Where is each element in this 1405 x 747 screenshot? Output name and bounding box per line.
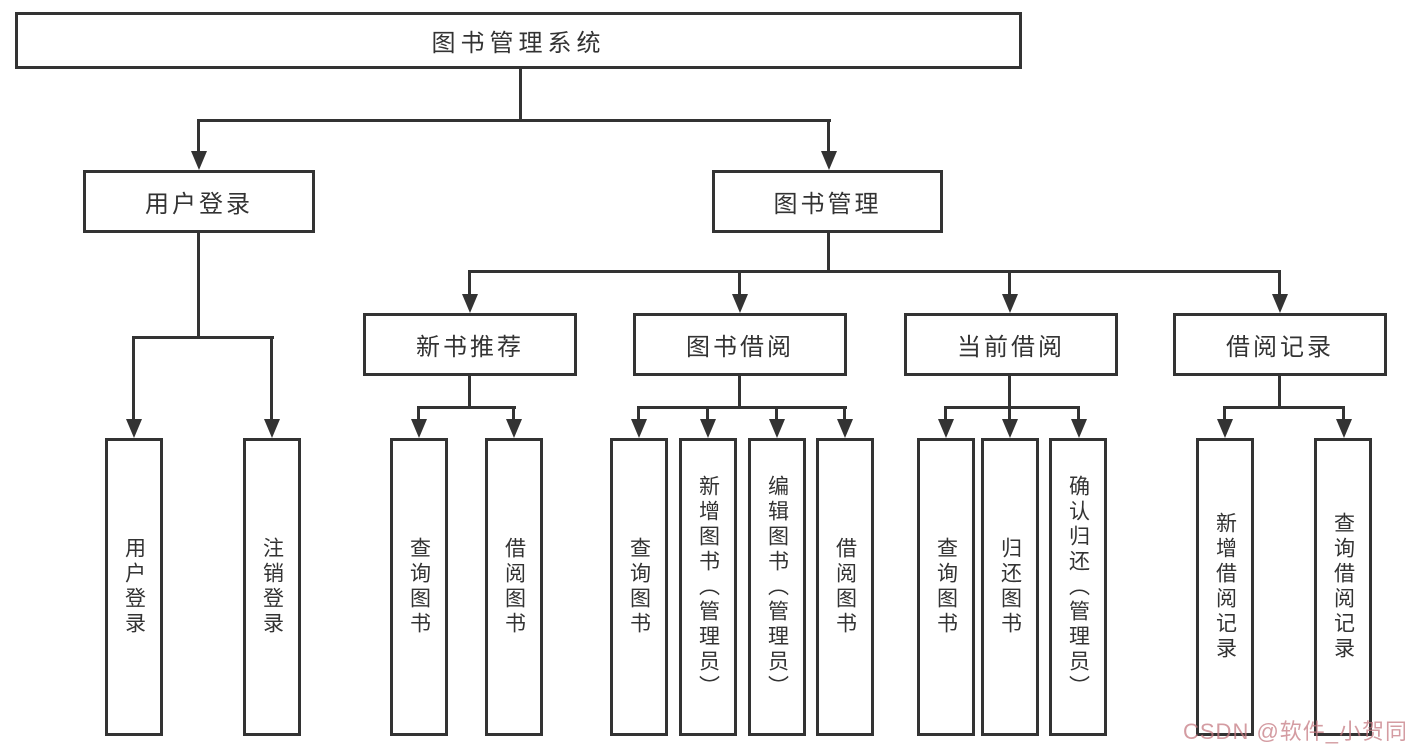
leaf-add-books-admin: 新增图书（管理员） [679,438,737,736]
node-label: 用户登录 [145,191,253,218]
arrowhead-icon [411,419,427,438]
node-current-borrow: 当前借阅 [904,313,1118,376]
leaf-label: 用户登录 [122,537,146,637]
leaf-logout: 注销登录 [243,438,301,736]
leaf-confirm-return-admin: 确认归还（管理员） [1049,438,1107,736]
connector-line [1008,376,1011,409]
connector-line [1278,376,1281,409]
connector-line [468,376,471,409]
connector-line [270,338,273,420]
connector-line [637,408,640,420]
leaf-user-login: 用户登录 [105,438,163,736]
leaf-label: 注销登录 [260,537,284,637]
connector-line [132,338,135,420]
leaf-label: 借阅图书 [502,537,526,637]
connector-line [1223,406,1345,409]
leaf-borrow-books-2: 借阅图书 [816,438,874,736]
leaf-return-books: 归还图书 [981,438,1039,736]
connector-line [417,408,420,420]
arrowhead-icon [700,419,716,438]
connector-line [468,272,471,296]
connector-line [1342,408,1345,420]
connector-line [1077,408,1080,420]
connector-line [417,406,516,409]
node-user-login: 用户登录 [83,170,315,233]
node-borrow-record: 借阅记录 [1173,313,1387,376]
leaf-query-books-2: 查询图书 [610,438,668,736]
connector-line [944,406,1080,409]
arrowhead-icon [938,419,954,438]
arrowhead-icon [126,419,142,438]
arrowhead-icon [837,419,853,438]
arrowhead-icon [1071,419,1087,438]
connector-line [1008,272,1011,296]
connector-line [944,408,947,420]
leaf-label: 查询借阅记录 [1331,512,1355,662]
node-label: 图书借阅 [686,334,794,361]
leaf-query-borrow-record: 查询借阅记录 [1314,438,1372,736]
connector-line [827,121,830,153]
leaf-label: 确认归还（管理员） [1066,474,1090,700]
arrowhead-icon [1336,419,1352,438]
node-label: 借阅记录 [1226,334,1334,361]
connector-line [738,376,741,409]
node-book-borrow: 图书借阅 [633,313,847,376]
leaf-query-books-3: 查询图书 [917,438,975,736]
arrowhead-icon [821,151,837,170]
leaf-label: 查询图书 [407,537,431,637]
arrowhead-icon [506,419,522,438]
connector-line [706,408,709,420]
leaf-label: 查询图书 [627,537,651,637]
connector-line [843,408,846,420]
connector-line [519,69,522,121]
node-label: 新书推荐 [416,334,524,361]
connector-line [197,233,200,338]
node-new-book-recommend: 新书推荐 [363,313,577,376]
node-label: 图书管理系统 [431,30,606,57]
connector-line [512,408,515,420]
connector-line [1278,272,1281,296]
csdn-watermark: CSDN @软件_小贺同学 [1183,719,1405,744]
arrowhead-icon [1002,419,1018,438]
node-book-management: 图书管理 [712,170,943,233]
connector-line [197,119,831,122]
leaf-label: 新增图书（管理员） [696,474,720,700]
arrowhead-icon [462,294,478,313]
arrowhead-icon [769,419,785,438]
connector-line [132,336,274,339]
connector-line [197,121,200,153]
connector-line [827,233,830,272]
connector-line [775,408,778,420]
leaf-label: 编辑图书（管理员） [765,474,789,700]
node-label: 当前借阅 [957,334,1065,361]
connector-line [1223,408,1226,420]
leaf-label: 归还图书 [998,537,1022,637]
leaf-label: 新增借阅记录 [1213,512,1237,662]
leaf-edit-books-admin: 编辑图书（管理员） [748,438,806,736]
arrowhead-icon [1217,419,1233,438]
arrowhead-icon [1002,294,1018,313]
leaf-add-borrow-record: 新增借阅记录 [1196,438,1254,736]
node-label: 图书管理 [773,191,882,218]
arrowhead-icon [191,151,207,170]
connector-line [1008,408,1011,420]
connector-line [468,270,1281,273]
node-root-library-system: 图书管理系统 [15,12,1022,69]
leaf-label: 借阅图书 [833,537,857,637]
connector-line [738,272,741,296]
leaf-borrow-books-1: 借阅图书 [485,438,543,736]
arrowhead-icon [264,419,280,438]
arrowhead-icon [1272,294,1288,313]
arrowhead-icon [631,419,647,438]
leaf-label: 查询图书 [934,537,958,637]
leaf-query-books-1: 查询图书 [390,438,448,736]
arrowhead-icon [732,294,748,313]
connector-line [637,406,847,409]
